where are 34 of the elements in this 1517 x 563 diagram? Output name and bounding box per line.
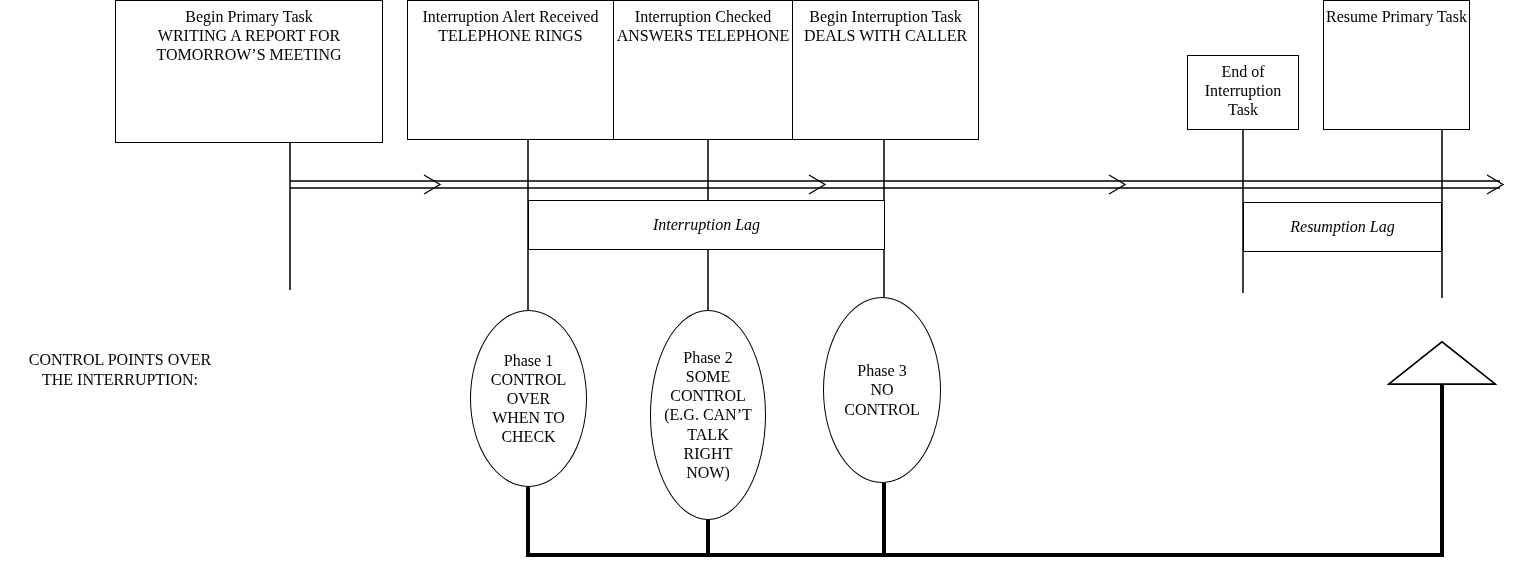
arrow <box>882 341 1496 557</box>
event-box <box>1187 55 1299 130</box>
phase-title: Phase 3 <box>857 361 907 381</box>
event-box <box>407 0 614 140</box>
event-title: Resume Primary Task <box>1326 7 1467 27</box>
event-title: Interruption Checked <box>634 7 772 27</box>
event-title: End of Interruption Task <box>1203 62 1283 120</box>
event-box <box>613 0 793 140</box>
connector-line <box>1441 129 1443 299</box>
lag-box <box>1243 202 1442 252</box>
connector-line <box>527 139 529 311</box>
phase-title: Phase 2 <box>683 347 733 368</box>
lag-box <box>528 200 885 250</box>
event-description: WRITING A REPORT FOR TOMORROW’S MEETING <box>155 26 343 65</box>
phase-description: NO CONTROL <box>843 380 921 419</box>
lag-label: Resumption Lag <box>1290 217 1395 237</box>
phase-description: CONTROL OVER WHEN TO CHECK <box>489 369 568 447</box>
phase-description: SOME CONTROL (E.G. CAN’T TALK RIGHT NOW) <box>663 367 753 483</box>
event-box <box>1323 0 1470 130</box>
connector-line <box>707 249 709 311</box>
lag-label: Interruption Lag <box>652 215 761 235</box>
event-box <box>792 0 979 140</box>
event-title: Begin Interruption Task <box>809 7 962 27</box>
phase-title: Phase 1 <box>503 350 554 370</box>
connector-line <box>289 142 291 291</box>
connector-line <box>707 139 709 201</box>
event-title: Begin Primary Task <box>185 7 313 27</box>
event-description: TELEPHONE RINGS <box>438 26 583 46</box>
connector-line <box>1242 129 1244 294</box>
event-box <box>115 0 383 143</box>
event-description: ANSWERS TELEPHONE <box>616 26 790 46</box>
event-description: DEALS WITH CALLER <box>803 26 968 46</box>
note-text: CONTROL POINTS OVER THE INTERRUPTION: <box>27 350 213 390</box>
event-title: Interruption Alert Received <box>422 7 599 27</box>
